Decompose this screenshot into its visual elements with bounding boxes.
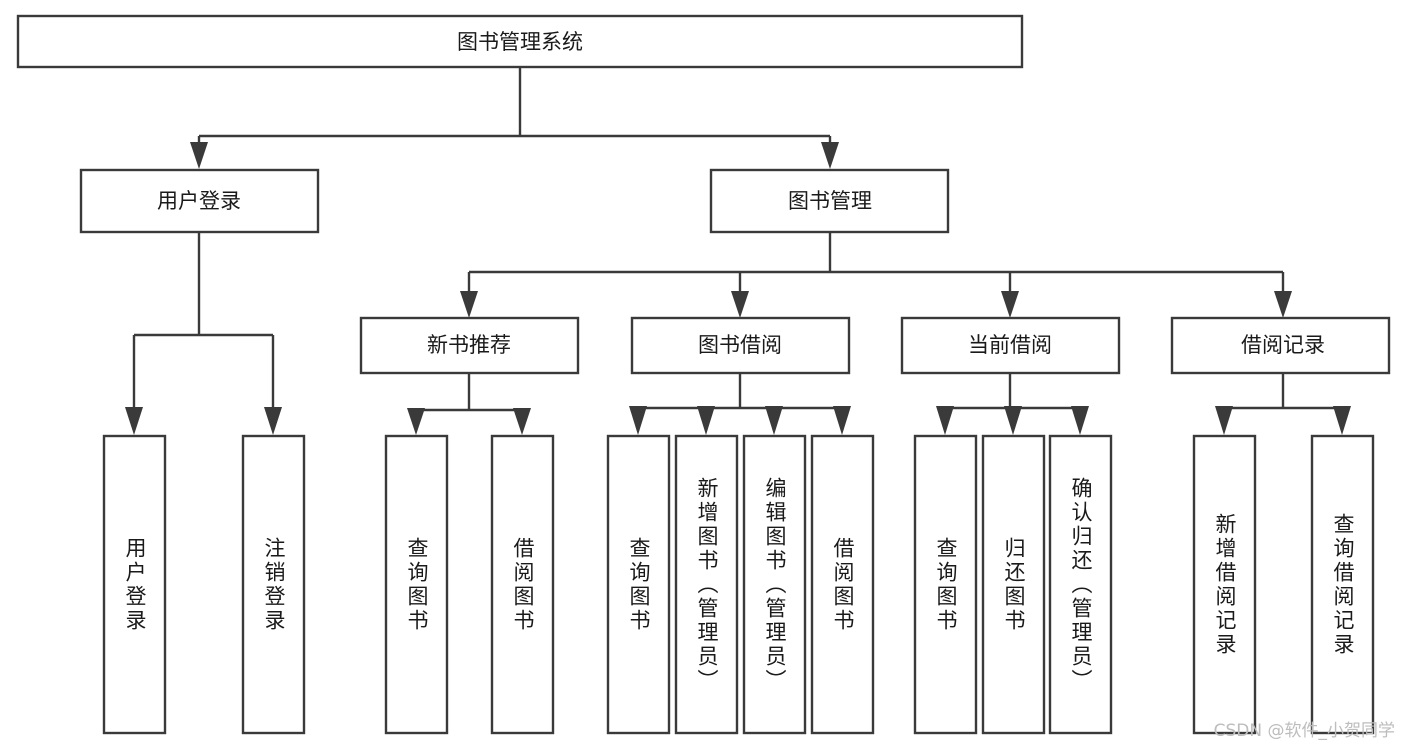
arrow-head-leaf-borrow-book-1	[513, 408, 531, 435]
leaf-box-edit-book[interactable]	[742, 434, 807, 735]
connector-group-current-borrow	[936, 373, 1089, 435]
leaf-box-logout[interactable]	[241, 434, 306, 735]
arrow-head-leaf-user-login	[125, 407, 143, 435]
node-book-borrow[interactable]: 图书借阅	[630, 316, 851, 375]
arrow-head-user-login	[190, 142, 208, 169]
leaf-box-query-book-1[interactable]	[384, 434, 449, 735]
node-box-user-login[interactable]	[79, 168, 320, 234]
leaf-box-query-record[interactable]	[1310, 434, 1375, 735]
arrow-head-leaf-query-book-3	[936, 406, 954, 435]
node-current-borrow[interactable]: 当前借阅	[900, 316, 1121, 375]
leaf-box-add-book[interactable]	[674, 434, 739, 735]
connector-group-new-book-rec	[407, 373, 531, 435]
arrow-head-leaf-add-record	[1215, 406, 1233, 435]
arrow-head-leaf-return-book	[1004, 406, 1022, 435]
leaf-box-borrow-book-2[interactable]	[810, 434, 875, 735]
node-box-current-borrow[interactable]	[900, 316, 1121, 375]
arrow-head-leaf-confirm-return	[1071, 406, 1089, 435]
node-label-book-mgmt: 图书管理	[788, 189, 872, 213]
node-borrow-record[interactable]: 借阅记录	[1170, 316, 1391, 375]
node-label-book-borrow: 图书借阅	[698, 333, 782, 357]
leaf-box-query-book-3[interactable]	[913, 434, 978, 735]
node-label-new-book-rec: 新书推荐	[427, 333, 511, 357]
leaf-box-confirm-return[interactable]	[1048, 434, 1113, 735]
arrow-head-borrow-record	[1274, 291, 1292, 318]
connector-group-book-borrow	[629, 373, 851, 435]
node-label-user-login: 用户登录	[157, 189, 241, 213]
leaf-box-borrow-book-1[interactable]	[490, 434, 555, 735]
arrow-head-current-borrow	[1001, 291, 1019, 318]
node-new-book-rec[interactable]: 新书推荐	[359, 316, 580, 375]
node-box-book-mgmt[interactable]	[709, 168, 950, 234]
arrow-head-leaf-query-book-2	[629, 406, 647, 435]
arrow-head-leaf-add-book	[697, 406, 715, 435]
connector-group-user-login	[125, 232, 282, 435]
leaf-box-user-login[interactable]	[102, 434, 167, 735]
node-box-book-borrow[interactable]	[630, 316, 851, 375]
arrow-head-new-book-rec	[460, 291, 478, 318]
arrow-head-leaf-query-book-1	[407, 408, 425, 435]
node-box-root[interactable]	[16, 14, 1024, 69]
arrow-head-leaf-query-record	[1333, 406, 1351, 435]
connector-group-book-mgmt	[460, 232, 1292, 318]
leaf-box-query-book-2[interactable]	[606, 434, 671, 735]
node-book-mgmt[interactable]: 图书管理	[709, 168, 950, 234]
connector-group-borrow-record	[1215, 373, 1351, 435]
node-box-new-book-rec[interactable]	[359, 316, 580, 375]
connector-group-root	[190, 67, 839, 169]
arrow-head-leaf-edit-book	[765, 406, 783, 435]
leaf-box-return-book[interactable]	[981, 434, 1046, 735]
node-box-borrow-record[interactable]	[1170, 316, 1391, 375]
arrow-head-book-borrow	[731, 291, 749, 318]
arrow-head-book-mgmt	[821, 142, 839, 169]
node-root[interactable]: 图书管理系统	[16, 14, 1024, 69]
node-label-root: 图书管理系统	[457, 30, 583, 54]
node-label-borrow-record: 借阅记录	[1241, 333, 1325, 357]
watermark-text: CSDN @软件_小贺同学	[1213, 721, 1395, 741]
node-label-current-borrow: 当前借阅	[968, 333, 1052, 357]
leaf-box-add-record[interactable]	[1192, 434, 1257, 735]
node-user-login[interactable]: 用户登录	[79, 168, 320, 234]
arrow-head-leaf-logout	[264, 407, 282, 435]
arrow-head-leaf-borrow-book-2	[833, 406, 851, 435]
